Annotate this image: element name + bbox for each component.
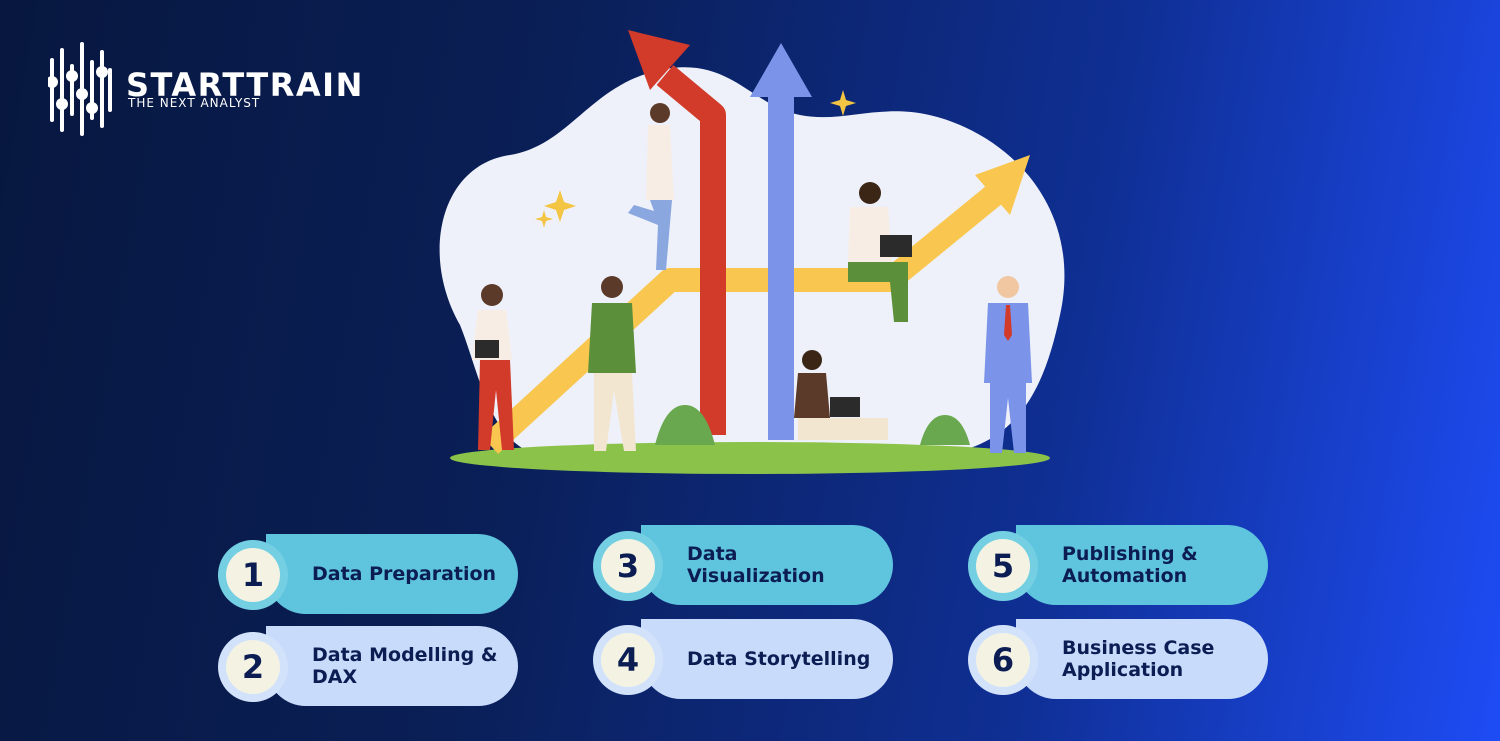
step-number: 4 [601, 633, 655, 687]
person-woman-climbing [628, 103, 674, 270]
step-label: Business Case Application [1062, 637, 1215, 681]
growth-arrows-team-illustration [439, 30, 1065, 474]
step-number: 2 [226, 640, 280, 694]
step-number: 5 [976, 539, 1030, 593]
step-number-ring: 2 [218, 632, 288, 702]
step-label: Data Visualization [687, 543, 825, 587]
person-businessman [984, 276, 1032, 453]
step-number-ring: 3 [593, 531, 663, 601]
person-man-laptop [848, 182, 912, 322]
step-label-box: Business Case Application [1016, 619, 1268, 699]
brand-logo: STARTTRAIN THE NEXT ANALYST [48, 42, 378, 138]
blue-arrow [768, 95, 794, 440]
step-number-ring: 4 [593, 625, 663, 695]
step-number-ring: 1 [218, 540, 288, 610]
step-label: Data Storytelling [687, 648, 871, 670]
step-number-ring: 6 [968, 625, 1038, 695]
person-woman-sitting-laptop [794, 350, 888, 440]
sparkle-icon [535, 90, 856, 228]
step-label-box: Data Storytelling [641, 619, 893, 699]
blue-arrow-head [750, 43, 812, 97]
step-2: Data Modelling & DAX 2 [218, 626, 518, 706]
yellow-arrow-head [975, 155, 1030, 215]
step-label: Data Preparation [312, 563, 497, 585]
red-arrow-head [628, 30, 690, 90]
person-man-phone [588, 276, 636, 451]
step-5: Publishing & Automation 5 [968, 525, 1268, 605]
grass-icon [655, 405, 970, 445]
brand-tagline: THE NEXT ANALYST [128, 96, 261, 110]
step-label: Data Modelling & DAX [312, 644, 498, 688]
step-label: Publishing & Automation [1062, 543, 1198, 587]
person-woman-clipboard [472, 284, 514, 450]
step-number: 1 [226, 548, 280, 602]
step-label-box: Publishing & Automation [1016, 525, 1268, 605]
red-arrow [656, 65, 726, 435]
step-number: 6 [976, 633, 1030, 687]
step-1: Data Preparation 1 [218, 534, 518, 614]
step-label-box: Data Preparation [266, 534, 518, 614]
step-number: 3 [601, 539, 655, 593]
brand-name: STARTTRAIN [126, 66, 364, 104]
step-3: Data Visualization 3 [593, 525, 893, 605]
ground [450, 442, 1050, 474]
step-label-box: Data Modelling & DAX [266, 626, 518, 706]
step-6: Business Case Application 6 [968, 619, 1268, 699]
logo-bars-icon [48, 42, 112, 136]
step-number-ring: 5 [968, 531, 1038, 601]
step-4: Data Storytelling 4 [593, 619, 893, 699]
step-label-box: Data Visualization [641, 525, 893, 605]
